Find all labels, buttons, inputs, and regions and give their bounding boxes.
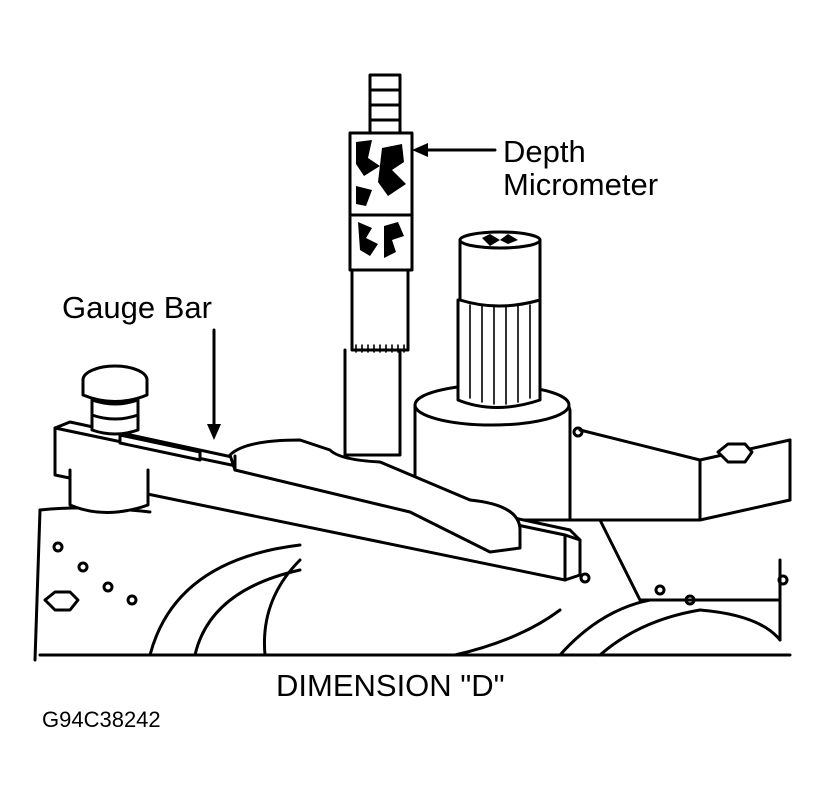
arrow-head-icon bbox=[207, 424, 221, 440]
hex-bolt-icon bbox=[43, 590, 80, 612]
depth-micrometer bbox=[343, 73, 414, 457]
gauge-bar-knob bbox=[68, 364, 150, 514]
arrow-head-icon bbox=[412, 143, 428, 157]
gauge-bar-label: Gauge Bar bbox=[62, 290, 212, 325]
leader-arrows bbox=[207, 143, 497, 440]
figure-caption: DIMENSION "D" bbox=[276, 668, 505, 703]
depth-micrometer-label-line1: Depth bbox=[503, 134, 586, 169]
hex-bolt-icon bbox=[716, 442, 754, 464]
depth-micrometer-label-line2: Micrometer bbox=[503, 167, 659, 202]
depth-micrometer-label: Depth Micrometer bbox=[503, 135, 658, 201]
spline-shaft bbox=[413, 230, 572, 522]
figure-id: G94C38242 bbox=[42, 707, 161, 732]
transmission-case bbox=[33, 426, 792, 662]
gauge-bar bbox=[53, 420, 582, 582]
